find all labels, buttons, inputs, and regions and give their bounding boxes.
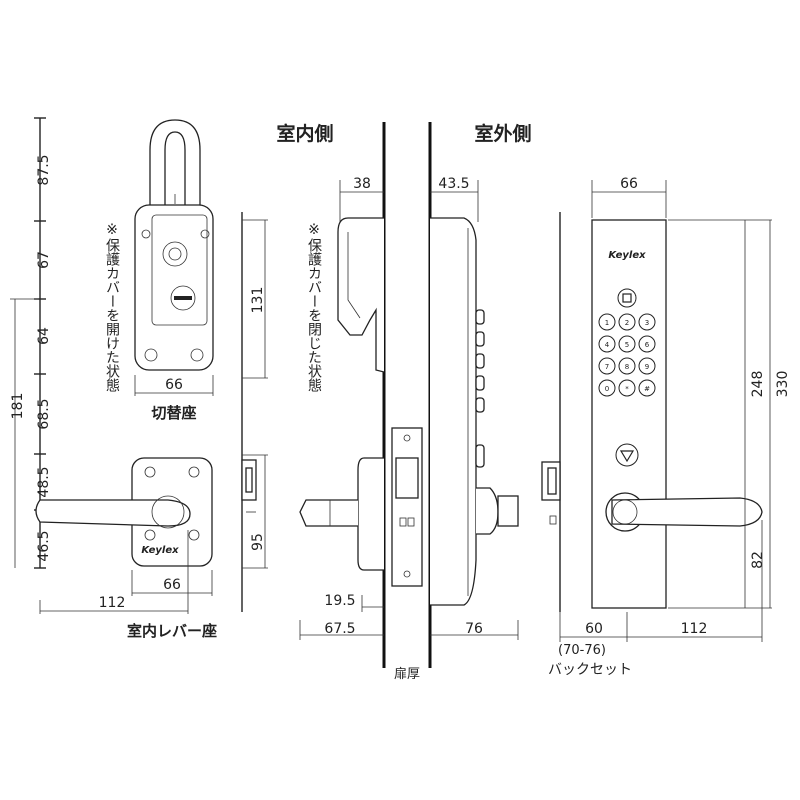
- dim-lever-reach: 112: [99, 595, 126, 611]
- dim-lever-height: 82: [750, 551, 766, 569]
- dim-switch-width: 66: [165, 377, 183, 393]
- caption-backset: バックセット: [548, 662, 632, 678]
- brand-logo-indoor: Keylex: [141, 545, 179, 556]
- brand-logo-outdoor: Keylex: [608, 250, 646, 261]
- side-section-view: 38 43.5 ※保護カバーを閉じた状態 19.5: [299, 122, 519, 682]
- switch-plate: ※保護カバーを開けた状態 66 切替座: [104, 119, 214, 422]
- keypad-key-label: #: [644, 385, 650, 393]
- dim-left-total: 181: [10, 393, 26, 420]
- heading-outdoor: 室外側: [474, 122, 531, 145]
- keypad-key[interactable]: 7: [598, 357, 616, 375]
- keypad-key-circle: [598, 357, 616, 375]
- triangle-down-icon: [619, 450, 635, 463]
- keypad-key-label: 4: [605, 341, 610, 349]
- lock-button[interactable]: [617, 288, 637, 308]
- dim-outdoor-lever-reach: 112: [681, 621, 708, 637]
- caption-backset-range: (70-76): [558, 643, 606, 658]
- keypad-key-circle: [598, 313, 616, 331]
- keypad-key-circle: [618, 379, 636, 397]
- keypad-key[interactable]: 3: [638, 313, 656, 331]
- caption-indoor-lever-plate: 室内レバー座: [127, 622, 217, 640]
- keypad-key-circle: [638, 335, 656, 353]
- keypad-key-label: 9: [645, 363, 649, 371]
- keypad-key-label: 7: [605, 363, 609, 371]
- dim-latch-offset: 19.5: [324, 593, 355, 609]
- keypad-key-label: 1: [605, 319, 609, 327]
- dim-front-total: 330: [775, 371, 791, 398]
- keypad-key[interactable]: 0: [598, 379, 616, 397]
- keypad: 1 2 3 4 5 6 7 8 9 0 * #: [598, 313, 656, 397]
- keypad-key-circle: [618, 313, 636, 331]
- dim-left-3: 64: [36, 327, 52, 345]
- keypad-key[interactable]: 5: [618, 335, 636, 353]
- dim-switch-height: 131: [250, 287, 266, 314]
- dim-left-1: 87.5: [36, 154, 52, 185]
- keypad-key-label: 8: [625, 363, 629, 371]
- keypad-key-label: 6: [645, 341, 650, 349]
- dim-front-width: 66: [620, 176, 638, 192]
- keypad-key[interactable]: #: [638, 379, 656, 397]
- dim-indoor-projection: 67.5: [324, 621, 355, 637]
- keypad-key-label: *: [625, 385, 629, 393]
- keypad-key[interactable]: 2: [618, 313, 636, 331]
- dim-left-2: 67: [36, 251, 52, 269]
- dim-outdoor-projection: 76: [465, 621, 483, 637]
- keypad-key-circle: [598, 379, 616, 397]
- caption-door-thickness: 扉厚: [394, 666, 420, 682]
- keypad-key[interactable]: *: [618, 379, 636, 397]
- keypad-key-circle: [598, 335, 616, 353]
- keypad-key-label: 5: [625, 341, 629, 349]
- note-cover-open: ※保護カバーを開けた状態: [104, 222, 120, 392]
- dim-backset: 60: [585, 621, 603, 637]
- keypad-key-label: 2: [625, 319, 629, 327]
- dim-left-4: 68.5: [36, 398, 52, 429]
- keypad-key[interactable]: 8: [618, 357, 636, 375]
- keypad-key[interactable]: 6: [638, 335, 656, 353]
- note-cover-closed: ※保護カバーを閉じた状態: [306, 222, 322, 392]
- indoor-side-edge: 131 95: [241, 212, 268, 612]
- outdoor-front-view: 66 Keylex 1 2 3 4 5 6 7 8 9 0 * # 330 248 82: [541, 176, 791, 678]
- keypad-key-circle: [638, 313, 656, 331]
- dim-front-height: 248: [750, 371, 766, 398]
- keypad-key[interactable]: 9: [638, 357, 656, 375]
- keypad-key[interactable]: 4: [598, 335, 616, 353]
- dim-outdoor-depth: 43.5: [438, 176, 469, 192]
- keypad-key[interactable]: 1: [598, 313, 616, 331]
- keypad-key-label: 3: [645, 319, 649, 327]
- indoor-lever-plate: Keylex 66 112 室内レバー座: [35, 457, 217, 640]
- keypad-key-circle: [618, 335, 636, 353]
- left-dimension-column: 87.5 67 64 68.5 48.5 46.5 181: [10, 117, 52, 569]
- caption-switch-plate: 切替座: [151, 404, 196, 422]
- keypad-key-circle: [638, 379, 656, 397]
- keypad-key-circle: [638, 357, 656, 375]
- keypad-key-circle: [618, 357, 636, 375]
- dim-left-5: 48.5: [36, 466, 52, 497]
- dim-lever-plate-width: 66: [163, 577, 181, 593]
- dim-left-6: 46.5: [36, 530, 52, 561]
- triangle-button[interactable]: [615, 443, 639, 467]
- keypad-key-label: 0: [605, 385, 609, 393]
- heading-indoor: 室内側: [276, 122, 333, 145]
- dim-lever-plate-height: 95: [250, 533, 266, 551]
- dim-indoor-depth: 38: [353, 176, 371, 192]
- lock-icon: [622, 293, 632, 303]
